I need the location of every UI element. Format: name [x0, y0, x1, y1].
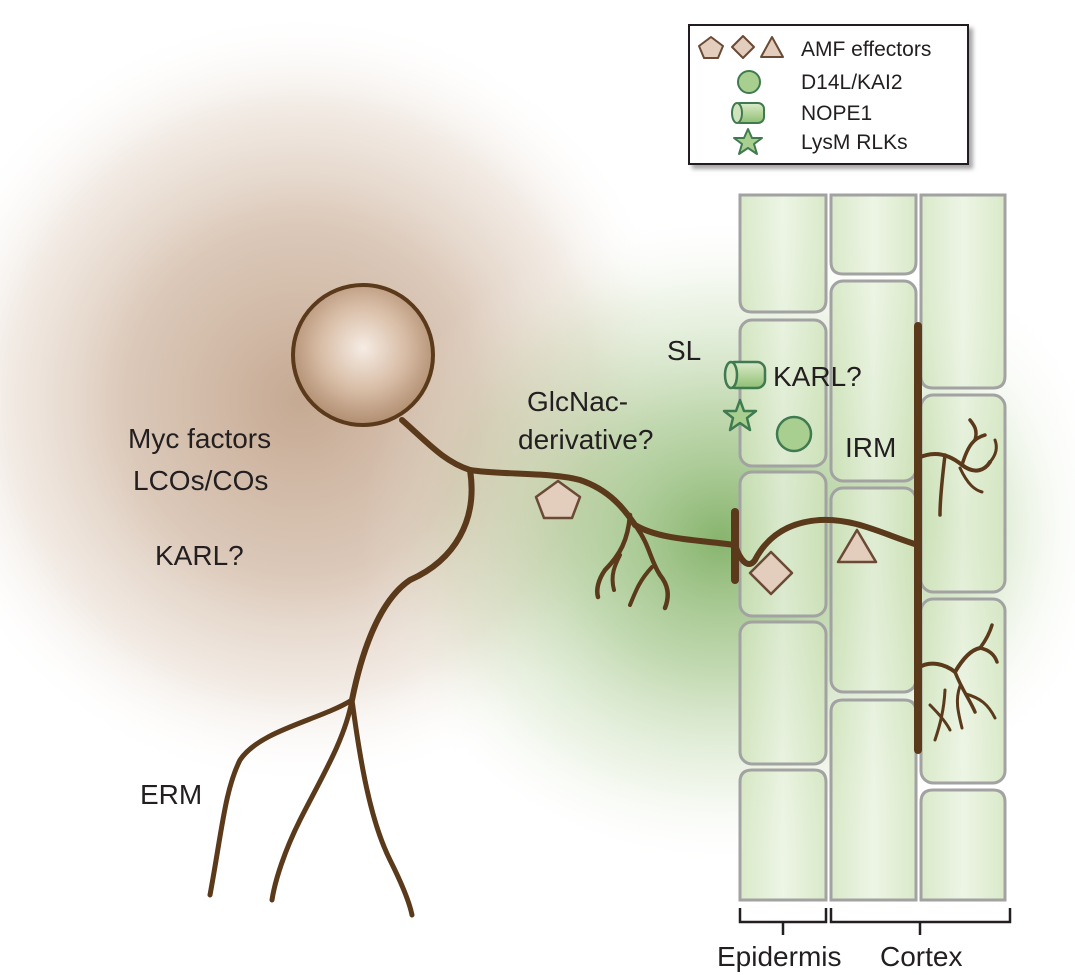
arbuscule-branch	[955, 684, 964, 730]
erm-hypha-branch	[207, 697, 355, 898]
molecules	[534, 360, 878, 596]
legend-label-lysm-rlks: LysM RLKs	[801, 131, 908, 154]
legend-box	[688, 24, 969, 165]
branching-hypha	[610, 553, 622, 592]
root-cells	[738, 193, 1007, 902]
label-cortex: Cortex	[880, 941, 962, 972]
erm-hypha-branch	[349, 697, 415, 918]
amf-effector-diamond	[748, 550, 794, 596]
legend-cylinder-icon	[731, 102, 765, 124]
legend-label-nope1: NOPE1	[801, 102, 872, 125]
arbuscule-branch	[928, 703, 952, 732]
label-karl-right: KARL?	[773, 361, 862, 392]
epidermis-cell	[738, 470, 828, 618]
branching-hypha	[632, 522, 670, 611]
label-lcos-cos: LCOs/COs	[133, 465, 268, 496]
intraradical-hypha	[732, 516, 921, 567]
cortex-cell-top	[829, 193, 918, 276]
d14l-kai2-receptor	[775, 415, 813, 453]
legend: AMF effectors D14L/KAI2 NOPE1 LysM RLKs	[688, 24, 969, 165]
label-glcnac-line1: GlcNac-	[527, 386, 628, 417]
runner-hypha	[467, 467, 738, 548]
cortex-cell-bottom	[919, 788, 1007, 902]
branching-hypha	[628, 565, 654, 607]
arbuscule-branch	[968, 418, 978, 442]
fungal-hyphae	[207, 322, 999, 918]
legend-diamond-icon	[731, 35, 755, 59]
cortex-cell-top	[919, 193, 1007, 390]
branching-hypha	[595, 512, 633, 600]
epidermis-cell-bottom	[738, 768, 828, 902]
cortex-cell-bottom	[829, 698, 918, 902]
fungal-spore	[291, 283, 435, 427]
label-myc-factors: Myc factors	[128, 423, 271, 454]
arbuscule-branch	[938, 453, 947, 517]
epidermis-bracket	[738, 908, 828, 935]
label-karl-left: KARL?	[155, 540, 244, 571]
arbuscule-branch	[958, 466, 984, 494]
label-sl: SL	[667, 335, 701, 366]
legend-triangle-icon	[760, 36, 784, 58]
label-irm: IRM	[845, 432, 896, 463]
epidermis-cell-top	[738, 193, 828, 314]
legend-label-d14l-kai2: D14L/KAI2	[801, 71, 903, 94]
amf-effector-pentagon	[534, 479, 582, 520]
epidermis-cell	[738, 620, 828, 766]
amf-effector-triangle	[836, 528, 878, 564]
legend-star-icon	[733, 128, 763, 155]
cortex-bracket	[829, 908, 1012, 935]
label-glcnac-line2: derivative?	[518, 424, 653, 455]
legend-pentagon-icon	[698, 36, 724, 59]
legend-label-amf-effectors: AMF effectors	[801, 38, 931, 61]
cortex-cell	[919, 393, 1007, 594]
legend-circle-icon	[737, 70, 761, 94]
tissue-brackets	[738, 908, 1012, 935]
nope1-transporter	[723, 360, 767, 390]
arbuscule-branch	[978, 623, 994, 650]
arbuscule-branch	[988, 438, 998, 464]
erm-hypha-trunk	[349, 417, 475, 703]
label-epidermis: Epidermis	[717, 941, 841, 972]
arbuscule-branch	[978, 646, 999, 664]
diagram-labels: Myc factors LCOs/COs KARL? GlcNac- deriv…	[128, 335, 896, 810]
arbuscule-branch	[964, 692, 997, 720]
label-erm: ERM	[140, 779, 202, 810]
arbuscule-branch	[960, 433, 987, 467]
erm-hypha-branch	[269, 697, 355, 903]
lysm-rlk-receptor	[722, 398, 758, 432]
